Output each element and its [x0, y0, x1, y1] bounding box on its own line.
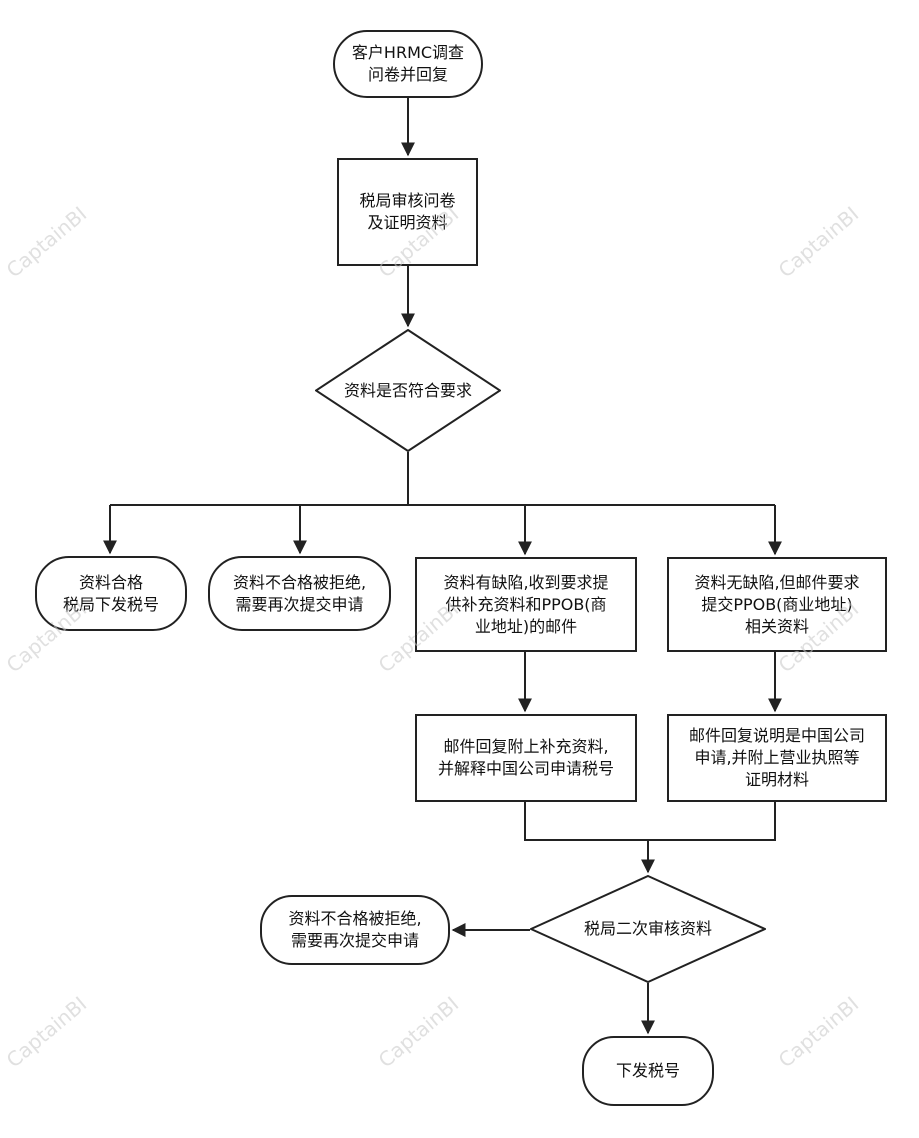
node-rejected1-label: 资料不合格被拒绝, 需要再次提交申请 [232, 572, 367, 614]
node-start-label: 客户HRMC调查 问卷并回复 [351, 43, 465, 84]
node-defect: 资料有缺陷,收到要求提 供补充资料和PPOB(商 业地址)的邮件 [415, 557, 637, 652]
node-reply2: 邮件回复说明是中国公司 申请,并附上营业执照等 证明材料 [667, 714, 887, 802]
node-reply2-label: 邮件回复说明是中国公司 申请,并附上营业执照等 证明材料 [688, 726, 865, 789]
node-qualified-label: 资料合格 税局下发税号 [62, 572, 159, 614]
node-nodefect-label: 资料无缺陷,但邮件要求 提交PPOB(商业地址) 相关资料 [694, 572, 860, 636]
node-nodefect: 资料无缺陷,但邮件要求 提交PPOB(商业地址) 相关资料 [667, 557, 887, 652]
edge-replies-merge [524, 802, 776, 872]
decision1-diamond-shape [315, 329, 501, 452]
node-review-label: 税局审核问卷 及证明资料 [359, 191, 456, 232]
node-rejected1: 资料不合格被拒绝, 需要再次提交申请 [208, 556, 391, 631]
node-rejected2: 资料不合格被拒绝, 需要再次提交申请 [260, 895, 450, 965]
node-decision1: 资料是否符合要求 [315, 329, 501, 452]
node-rejected2-label: 资料不合格被拒绝, 需要再次提交申请 [288, 909, 422, 950]
node-decision2-label: 税局二次审核资料 [583, 919, 712, 938]
node-reply1: 邮件回复附上补充资料, 并解释中国公司申请税号 [415, 714, 637, 802]
node-start: 客户HRMC调查 问卷并回复 [333, 30, 483, 98]
node-decision1-label: 资料是否符合要求 [343, 380, 472, 400]
edge-decision1-split [110, 452, 775, 506]
node-issue: 下发税号 [582, 1036, 714, 1106]
node-decision2: 税局二次审核资料 [530, 875, 766, 983]
node-issue-label: 下发税号 [615, 1061, 680, 1080]
node-review: 税局审核问卷 及证明资料 [337, 158, 478, 266]
node-defect-label: 资料有缺陷,收到要求提 供补充资料和PPOB(商 业地址)的邮件 [443, 572, 609, 636]
node-qualified: 资料合格 税局下发税号 [35, 556, 187, 631]
decision2-diamond-shape [530, 875, 766, 983]
node-reply1-label: 邮件回复附上补充资料, 并解释中国公司申请税号 [437, 737, 614, 778]
